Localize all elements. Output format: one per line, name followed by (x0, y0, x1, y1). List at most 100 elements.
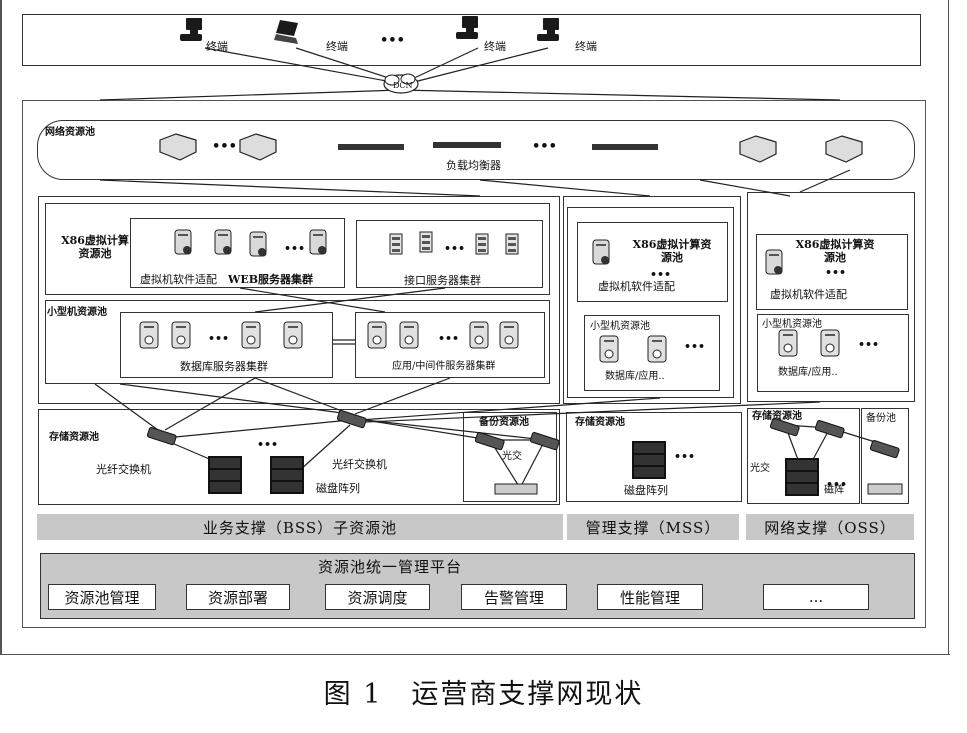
network-switch-icon (159, 133, 197, 161)
interface-cluster-label: 接口服务器集群 (404, 274, 481, 287)
load-balancer-icon (592, 144, 658, 150)
server-icon (309, 229, 327, 255)
lb-dots: ••• (532, 139, 557, 154)
oss-minicomputer-title: 小型机资源池 (762, 319, 822, 330)
rack-server-icon (475, 233, 489, 255)
oss-compute-box (747, 192, 915, 402)
disk-array-icon (785, 458, 819, 496)
bss-backup-box (463, 412, 557, 502)
oss-backup-box (861, 408, 909, 504)
mss-vm-adapter-label: 虚拟机软件适配 (598, 280, 675, 293)
web-dots: ••• (284, 242, 306, 255)
mss-x86-title: X86虚拟计算资源池 (632, 238, 712, 264)
terminal-dots: ••• (380, 33, 405, 48)
bss-band: 业务支撑（BSS）子资源池 (37, 514, 563, 540)
backup-device-icon (867, 483, 903, 495)
optical-label: 光交 (502, 451, 522, 462)
minicomputer-icon (647, 335, 667, 363)
bss-x86-title: X86虚拟计算资源池 (61, 234, 129, 260)
oss-db-app-label: 数据库/应用.. (778, 367, 838, 378)
db-cluster-box (120, 312, 333, 378)
fiber-switch-icon (146, 426, 178, 446)
fiber-switch-icon (814, 419, 846, 439)
backup-device-icon (494, 483, 538, 495)
desktop-terminal-icon (456, 16, 478, 39)
oss-disk-label: 磁阵 (824, 485, 844, 496)
mss-compute-box (567, 207, 734, 398)
fiber-switch-label: 光纤交换机 (96, 463, 151, 476)
app-dots: ••• (438, 332, 460, 345)
load-balancer-label: 负载均衡器 (446, 159, 501, 172)
web-cluster-label: WEB服务器集群 (228, 273, 314, 286)
oss-minicomputer-box (757, 314, 909, 392)
interface-dots: ••• (444, 242, 466, 255)
minicomputer-icon (399, 321, 419, 349)
minicomputer-icon (469, 321, 489, 349)
switch-dots: ••• (212, 139, 237, 154)
minicomputer-icon (367, 321, 387, 349)
network-switch-icon (739, 135, 777, 163)
vm-adapter-label: 虚拟机软件适配 (140, 273, 217, 286)
minicomputer-icon (283, 321, 303, 349)
db-cluster-label: 数据库服务器集群 (180, 360, 268, 373)
server-icon (249, 231, 267, 257)
load-balancer-icon (433, 142, 501, 148)
minicomputer-icon (171, 321, 191, 349)
laptop-terminal-icon (274, 20, 298, 44)
minicomputer-icon (599, 335, 619, 363)
bss-compute-box (38, 196, 560, 404)
fiber-switch-label: 光纤交换机 (332, 458, 387, 471)
oss-band: 网络支撑（OSS） (746, 514, 914, 540)
oss-optical-label: 光交 (750, 463, 770, 474)
terminal-label: 终端 (326, 40, 348, 53)
load-balancer-icon (338, 144, 404, 150)
desktop-terminal-icon (537, 18, 559, 41)
disk-array-icon (270, 456, 304, 494)
oss-storage-title: 存储资源池 (752, 411, 802, 422)
mss-disk-dots: ••• (674, 450, 696, 463)
mss-storage-box (566, 412, 742, 502)
terminal-icons (180, 16, 559, 44)
bss-storage-box (38, 409, 560, 505)
figure-caption: 图 1 运营商支撑网现状 (323, 679, 644, 710)
platform-module-more: ... (763, 584, 869, 610)
mss-db-app-label: 数据库/应用.. (605, 371, 665, 382)
mss-mini-dots: ••• (684, 340, 706, 353)
disk-array-icon (632, 441, 666, 479)
frame-right-line (948, 0, 949, 655)
app-cluster-label: 应用/中间件服务器集群 (392, 361, 496, 372)
platform-module-pool-mgmt: 资源池管理 (48, 584, 156, 610)
minicomputer-icon (139, 321, 159, 349)
frame-bottom-line (0, 654, 950, 655)
minicomputer-icon (778, 329, 798, 357)
server-icon (214, 229, 232, 255)
server-icon (765, 249, 783, 275)
mss-x86-dots: ••• (650, 268, 672, 281)
mss-minicomputer-title: 小型机资源池 (590, 321, 650, 332)
fiber-switch-icon (869, 439, 901, 459)
oss-disk-dots: ••• (826, 478, 848, 491)
minicomputer-icon (241, 321, 261, 349)
storage-dots: ••• (257, 438, 279, 451)
terminal-label: 终端 (484, 40, 506, 53)
disk-array-icon (208, 456, 242, 494)
platform-title: 资源池统一管理平台 (318, 558, 463, 576)
web-cluster-box (130, 218, 345, 288)
rack-server-icon (389, 233, 403, 255)
bss-minicomputer-box (45, 300, 550, 384)
network-pool-title: 网络资源池 (45, 127, 95, 138)
bss-minicomputer-title: 小型机资源池 (47, 307, 107, 318)
network-switch-icon (825, 135, 863, 163)
terminal-label: 终端 (206, 40, 228, 53)
mss-storage-title: 存储资源池 (575, 417, 625, 428)
dcn-cloud-icon (383, 73, 419, 94)
terminal-label: 终端 (575, 40, 597, 53)
oss-vm-adapter-label: 虚拟机软件适配 (770, 288, 847, 301)
support-network-box (22, 100, 926, 628)
platform-module-alarm: 告警管理 (461, 584, 567, 610)
bss-x86-box (45, 203, 550, 295)
oss-storage-box (747, 408, 860, 504)
frame-left-line (0, 0, 2, 655)
oss-x86-title: X86虚拟计算资源池 (795, 238, 875, 264)
